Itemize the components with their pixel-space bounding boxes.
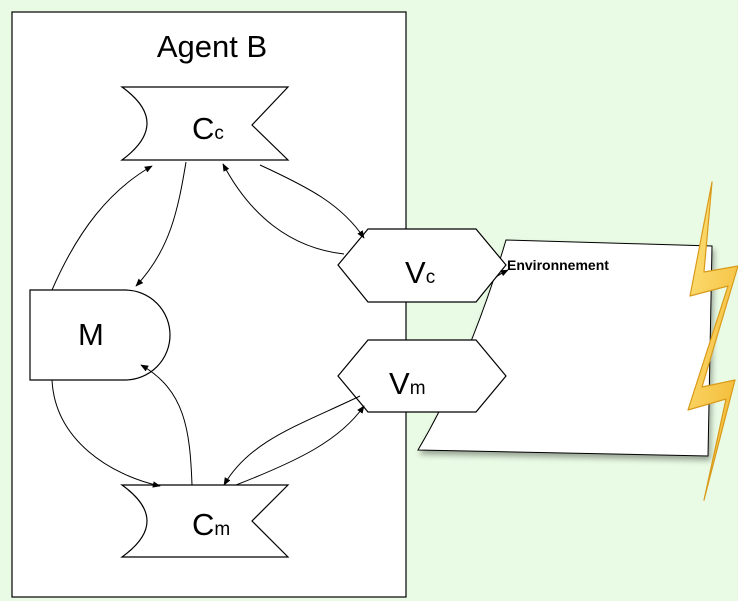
lightning-bolt-icon	[687, 181, 738, 501]
node-m-shape	[29, 289, 171, 381]
edge-vm-to-cm	[223, 395, 361, 486]
edge-cm-to-vm	[235, 405, 365, 486]
agent-title: Agent B	[157, 29, 267, 64]
node-cc-shape	[120, 86, 290, 161]
node-cm-shape	[120, 484, 290, 558]
edge-vc-to-env	[495, 269, 509, 278]
node-vm-shape	[337, 339, 507, 413]
edge-m-to-cc	[51, 165, 153, 291]
environment-label: Environnement	[507, 257, 609, 273]
edge-cm-to-m	[140, 364, 193, 486]
edge-cc-to-m	[135, 161, 187, 287]
edge-m-to-cm	[51, 379, 161, 488]
node-cc-label: Cc	[192, 111, 224, 146]
node-vm-label: Vm	[389, 366, 426, 401]
node-m-label: M	[78, 317, 104, 352]
node-cm-label: Cm	[192, 507, 230, 542]
node-vc-shape	[337, 228, 507, 303]
node-vc-label: Vc	[405, 255, 435, 290]
edge-cc-to-vc	[259, 164, 365, 239]
edge-vc-to-cc	[222, 163, 345, 255]
